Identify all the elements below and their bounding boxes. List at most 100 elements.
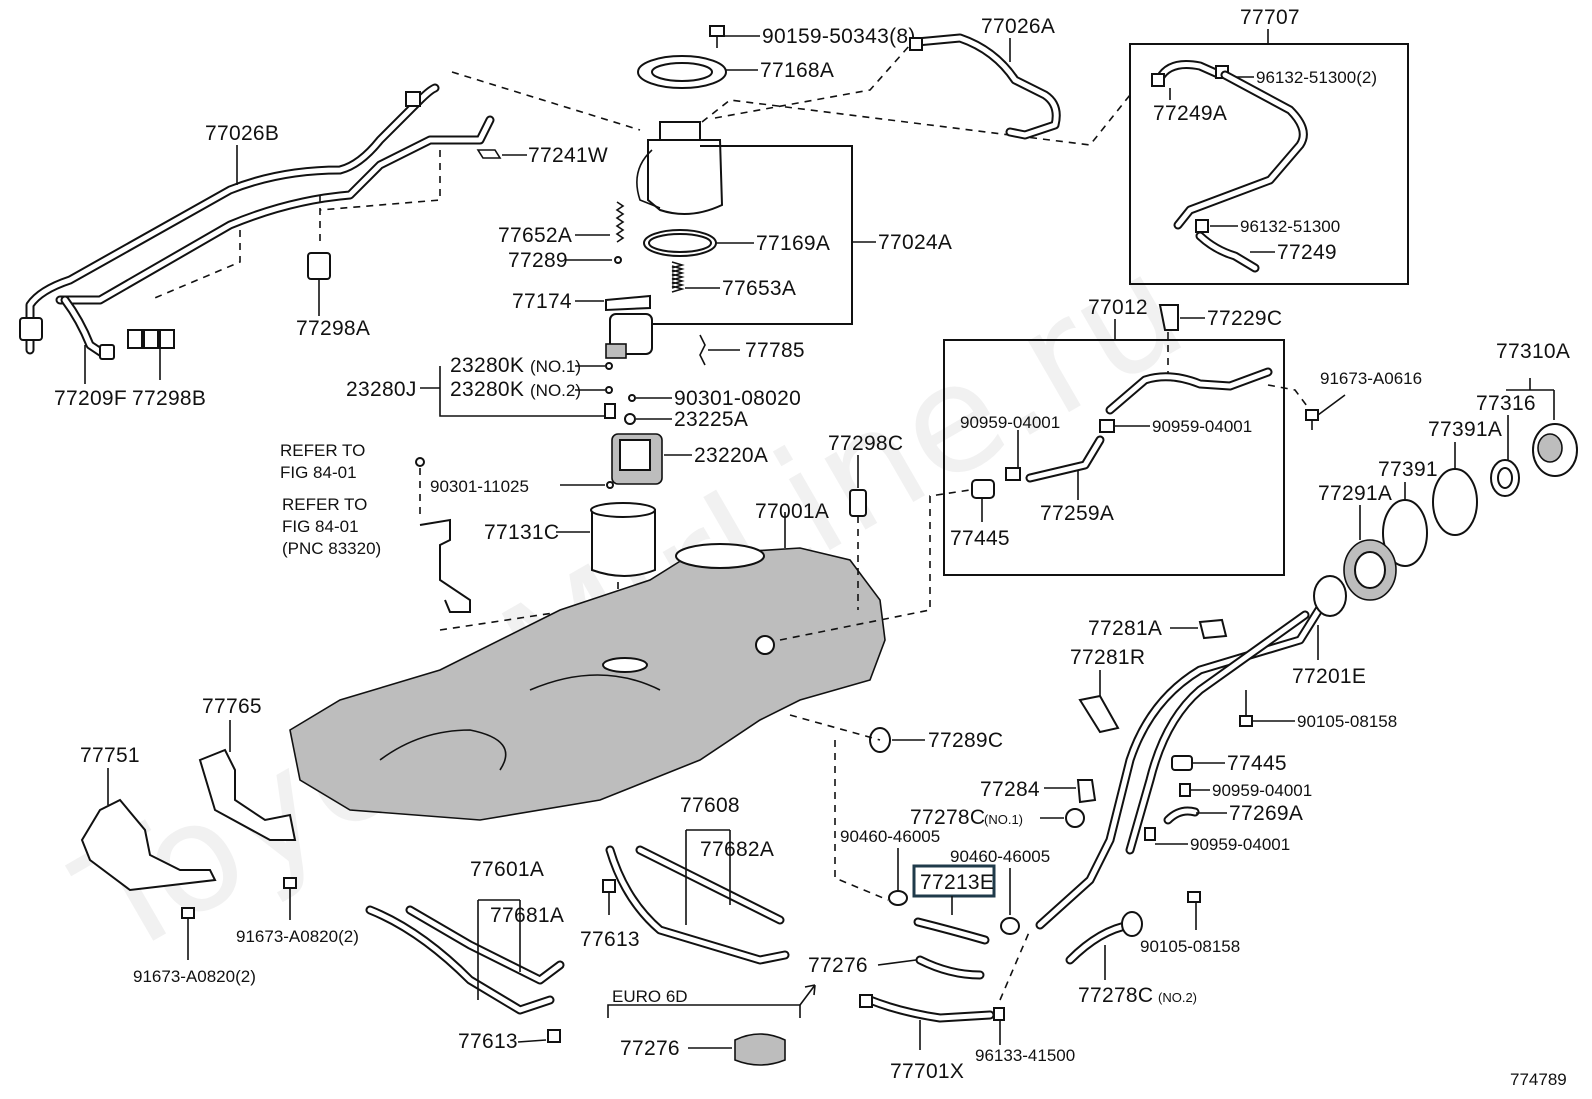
clamp-90959-a[interactable]: [1005, 467, 1021, 481]
spring-77653a[interactable]: [671, 261, 685, 293]
hose-77701x[interactable]: [859, 994, 995, 1023]
bolt-90105-a[interactable]: [1239, 715, 1253, 727]
clip-77281r[interactable]: [1078, 694, 1120, 734]
label-23220a: 23220A: [694, 444, 768, 467]
label-77608: 77608: [680, 794, 740, 817]
clamp-77278c-1[interactable]: [1065, 808, 1085, 828]
label-77298b: 77298B: [132, 387, 206, 410]
hose-77269a[interactable]: [1163, 806, 1200, 825]
label-77169a: 77169A: [756, 232, 830, 255]
tube-77012[interactable]: [1105, 367, 1273, 415]
connector-77298c[interactable]: [849, 489, 867, 517]
label-77445-b: 77445: [1227, 752, 1287, 775]
label-96132: 96132-51300: [1240, 217, 1340, 236]
connector-77298a[interactable]: [307, 252, 331, 316]
clamp-90460-b[interactable]: [1000, 917, 1020, 935]
ring-77316[interactable]: [1490, 459, 1520, 497]
label-77001a: 77001A: [755, 500, 829, 523]
hose-77276[interactable]: [915, 955, 985, 980]
bolt-refer-1[interactable]: [415, 457, 425, 467]
fuel-cap-77310a[interactable]: [1532, 423, 1578, 477]
regulator-23225a[interactable]: [604, 403, 616, 419]
vent-tube-77026a[interactable]: [909, 33, 1061, 140]
elbow-77445-a[interactable]: [971, 479, 995, 499]
fuel-tank-77001a[interactable]: [289, 543, 886, 821]
label-77278c-1: 77278C: [910, 806, 985, 829]
clamp-96133[interactable]: [993, 1007, 1005, 1021]
pump-motor[interactable]: [605, 313, 653, 359]
clip-77241w[interactable]: [476, 149, 502, 159]
fuel-cup-77131c[interactable]: [590, 502, 656, 577]
gasket-77391a[interactable]: [1432, 468, 1478, 536]
label-77298a: 77298A: [296, 317, 370, 340]
retainer-ring-77168a[interactable]: [637, 55, 727, 89]
label-90959-d: 90959-04001: [1190, 835, 1290, 854]
refer-note-1-line-1: REFER TO: [280, 441, 365, 460]
gasket-77391[interactable]: [1382, 499, 1428, 567]
label-77289: 77289: [508, 249, 568, 272]
connector-77298b[interactable]: [127, 329, 175, 380]
bracket-77229c[interactable]: [1158, 304, 1179, 331]
label-23280k-2: 23280K: [450, 378, 524, 401]
elbow-77445-b[interactable]: [1171, 755, 1193, 771]
bracket-77751[interactable]: [80, 798, 217, 892]
clamp-90460-a[interactable]: [888, 890, 908, 906]
hose-77249[interactable]: [1195, 231, 1260, 273]
label-77201e: 77201E: [1292, 665, 1366, 688]
clamp-90959-b[interactable]: [1099, 419, 1115, 433]
label-77310a: 77310A: [1496, 340, 1570, 363]
label-23280j: 23280J: [346, 378, 417, 401]
label-77281r: 77281R: [1070, 646, 1145, 669]
spring-77652a[interactable]: [615, 201, 625, 243]
gasket-77169a[interactable]: [643, 229, 717, 257]
bolt-91673-a0616[interactable]: [1305, 409, 1319, 430]
clip-77281a[interactable]: [1198, 618, 1228, 640]
clamp-90959-d[interactable]: [1144, 827, 1156, 841]
label-23280k-1-note: (NO.1): [530, 357, 581, 376]
label-77701x: 77701X: [890, 1060, 964, 1083]
hose-77278c-2[interactable]: [1065, 911, 1143, 965]
bolt-91673-2[interactable]: [181, 907, 195, 960]
label-77174: 77174: [512, 290, 572, 313]
label-77653a: 77653A: [722, 277, 796, 300]
bolt-77613-a[interactable]: [602, 879, 616, 915]
tube-77249a[interactable]: [1151, 60, 1229, 87]
hose-77276-euro[interactable]: [734, 1033, 786, 1066]
bolt-77613-b[interactable]: [547, 1029, 561, 1043]
wire-77785[interactable]: [699, 334, 706, 366]
label-23225a: 23225A: [674, 408, 748, 431]
label-77229c: 77229C: [1207, 307, 1282, 330]
fuel-line-77026b[interactable]: [19, 83, 495, 360]
clamp-90959-c[interactable]: [1179, 783, 1191, 797]
bolt-91673-1[interactable]: [283, 877, 297, 920]
label-96132-2: 96132-51300(2): [1256, 68, 1377, 87]
label-77765: 77765: [202, 695, 262, 718]
fuel-sender-gauge[interactable]: [419, 518, 471, 613]
housing-77291a[interactable]: [1343, 539, 1397, 601]
euro-bracket: [607, 1004, 801, 1018]
hose-77259a[interactable]: [1025, 435, 1105, 483]
strap-77682a[interactable]: [635, 845, 785, 925]
strap-77608[interactable]: [605, 845, 790, 965]
filter-23220a[interactable]: [611, 433, 663, 485]
label-77213e: 77213E: [920, 871, 994, 894]
label-96133: 96133-41500: [975, 1046, 1075, 1065]
bracket-77765[interactable]: [198, 748, 297, 841]
bracket-77174[interactable]: [605, 294, 651, 312]
label-77707: 77707: [1240, 6, 1300, 29]
hose-77213e[interactable]: [913, 917, 990, 945]
label-77241w: 77241W: [528, 144, 608, 167]
filler-pipe-77201e[interactable]: [1035, 575, 1347, 930]
label-77681a: 77681A: [490, 904, 564, 927]
label-90959-a: 90959-04001: [960, 413, 1060, 432]
pump-unit-top[interactable]: [636, 121, 724, 215]
label-77445-a: 77445: [950, 527, 1010, 550]
bolt-90105-b[interactable]: [1187, 891, 1201, 903]
strap-77681a[interactable]: [405, 905, 565, 985]
highlight-box-77213e[interactable]: [912, 864, 996, 898]
bolt-90159[interactable]: [709, 25, 725, 48]
strap-77601a[interactable]: [365, 905, 555, 1015]
bracket-77284[interactable]: [1076, 779, 1097, 804]
vent-line-77707[interactable]: [1173, 70, 1308, 230]
